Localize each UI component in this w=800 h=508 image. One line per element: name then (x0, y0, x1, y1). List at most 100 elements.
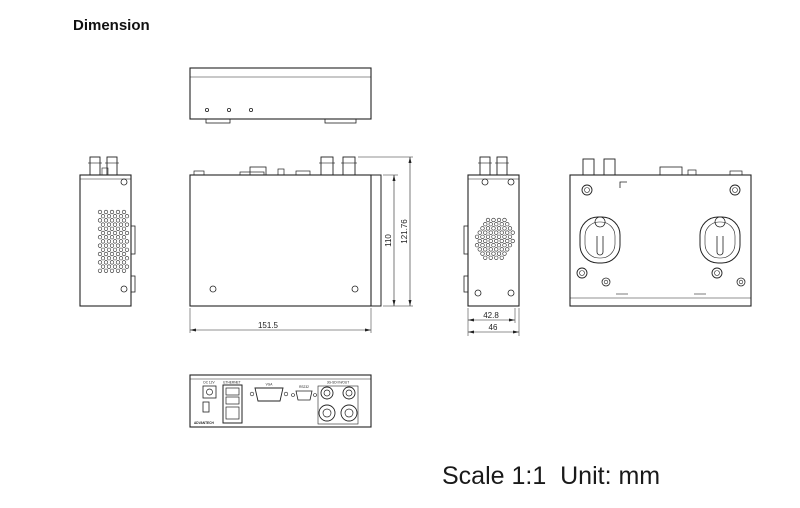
vent-hole (115, 243, 121, 248)
vent-hole (100, 230, 106, 236)
vent-hole (109, 218, 115, 223)
vent-hole (491, 234, 496, 239)
vent-hole (100, 264, 106, 269)
dim-depth-overall: 46 (489, 323, 498, 332)
vent-hole (124, 247, 130, 252)
vent-hole (491, 243, 496, 248)
vent-hole (115, 218, 121, 223)
dim-height: 110 (384, 234, 393, 247)
vent-hole (485, 226, 491, 231)
vent-hole (112, 222, 118, 227)
vent-hole (112, 214, 118, 219)
vent-hole (109, 243, 115, 248)
front-view (189, 156, 413, 333)
dim-depth-body: 42.8 (483, 311, 499, 320)
vent-hole (103, 268, 109, 273)
vent-hole (499, 255, 504, 260)
vent-hole (106, 239, 112, 244)
vent-hole (103, 251, 109, 257)
label-serial: RS232 (299, 385, 309, 389)
vent-hole (483, 222, 488, 227)
left-side-view (79, 156, 136, 307)
vent-hole (483, 230, 488, 235)
vent-pattern-left (97, 209, 130, 273)
vent-hole (494, 238, 499, 244)
vent-hole (502, 226, 507, 231)
vent-hole (97, 260, 103, 265)
vent-hole (109, 209, 115, 215)
vent-hole (106, 264, 112, 269)
vent-hole (97, 268, 103, 273)
vent-hole (485, 217, 491, 223)
vent-hole (124, 230, 130, 236)
vent-hole (118, 230, 124, 236)
vent-hole (507, 234, 513, 239)
vent-hole (496, 243, 502, 248)
page-heading: Dimension (73, 17, 150, 34)
vent-hole (112, 239, 118, 244)
vent-hole (505, 238, 510, 244)
label-ethernet: ETHERNET (223, 381, 240, 385)
vent-hole (115, 268, 121, 273)
vent-hole (121, 251, 127, 257)
vent-hole (124, 256, 130, 261)
vent-hole (502, 217, 507, 223)
vent-hole (97, 226, 103, 231)
vent-hole (118, 239, 124, 244)
vent-hole (124, 264, 130, 269)
vent-hole (97, 251, 103, 257)
dim-height-overall: 121.76 (400, 219, 409, 244)
vent-hole (103, 260, 109, 265)
vent-hole (121, 209, 127, 215)
vent-hole (491, 226, 496, 231)
top-view (189, 67, 372, 124)
vent-hole (485, 251, 491, 256)
vent-hole (507, 226, 513, 231)
vent-hole (502, 234, 507, 239)
vent-hole (488, 255, 493, 260)
vent-hole (115, 260, 121, 265)
vent-hole (480, 243, 485, 248)
vent-pattern-right (474, 217, 515, 260)
vent-hole (100, 256, 106, 261)
vent-hole (483, 238, 488, 244)
vent-hole (112, 256, 118, 261)
vent-hole (97, 243, 103, 248)
vent-hole (505, 230, 510, 235)
vent-hole (106, 256, 112, 261)
vent-hole (103, 209, 109, 215)
vent-hole (491, 251, 496, 256)
vent-hole (485, 234, 491, 239)
vent-hole (488, 238, 493, 244)
right-side-view (463, 156, 520, 336)
vent-hole (474, 234, 480, 239)
vent-hole (106, 247, 112, 252)
vent-hole (103, 235, 109, 240)
vent-hole (496, 251, 502, 256)
vent-hole (115, 226, 121, 231)
vent-hole (106, 214, 112, 219)
vent-hole (103, 243, 109, 248)
label-brand: ADVANTECH (194, 421, 214, 425)
vent-hole (499, 247, 504, 252)
vent-hole (507, 243, 513, 248)
vent-hole (505, 247, 510, 252)
vent-hole (499, 238, 504, 244)
vent-hole (115, 235, 121, 240)
vent-hole (477, 230, 482, 235)
bottom-view (569, 158, 752, 307)
vent-hole (103, 218, 109, 223)
vent-hole (499, 222, 504, 227)
vent-hole (118, 247, 124, 252)
vent-hole (494, 247, 499, 252)
vent-hole (502, 251, 507, 256)
vent-hole (124, 222, 130, 227)
vent-hole (477, 247, 482, 252)
vent-hole (106, 230, 112, 236)
vent-hole (496, 217, 502, 223)
vent-hole (480, 251, 485, 256)
vent-hole (488, 247, 493, 252)
vent-hole (97, 218, 103, 223)
label-vga: VGA (266, 383, 274, 387)
